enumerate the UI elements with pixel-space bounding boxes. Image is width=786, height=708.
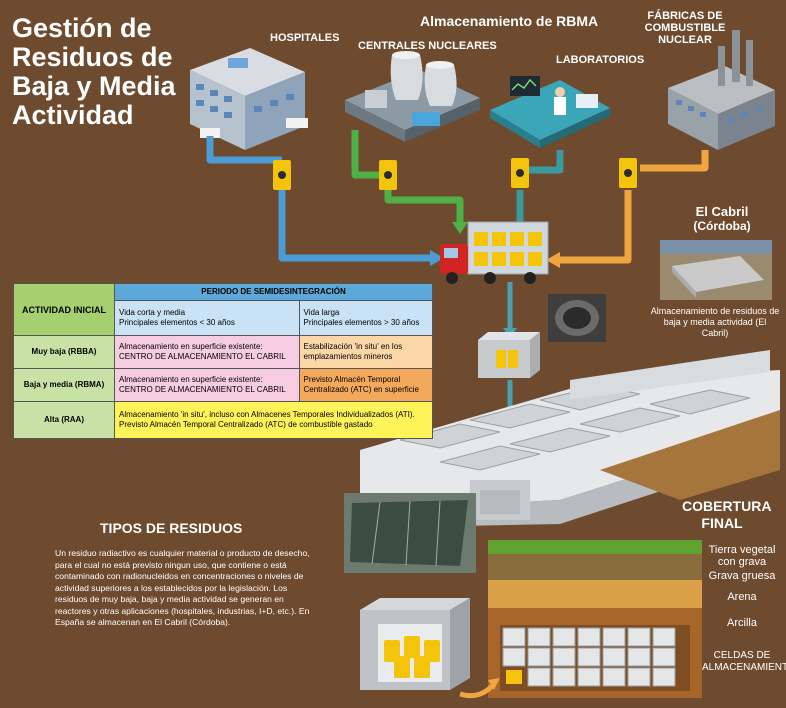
layer-label-grava: Grava gruesa (708, 570, 776, 582)
activity-table: ACTIVIDAD INICIAL PERIODO DE SEMIDESINTE… (13, 283, 433, 439)
layer-label-arena: Arena (727, 591, 757, 603)
table-cell: Almacenamiento en superficie existente: … (114, 335, 300, 369)
drum-icon-1 (273, 160, 291, 190)
soil-cross-section (488, 540, 702, 698)
table-row-label: Baja y media (RBMA) (13, 368, 115, 402)
table-row-label: Muy baja (RBBA) (13, 335, 115, 369)
source-label-laboratorios: LABORATORIOS (556, 54, 645, 66)
table-sub-vida-corta: Vida corta y media Principales elementos… (114, 300, 300, 336)
cobertura-title: COBERTURA FINAL (682, 498, 772, 531)
header-label: Almacenamiento de RBMA (420, 13, 599, 29)
layer-label-arcilla: Arcilla (727, 617, 757, 629)
layer-label-celdas: CELDAS DE ALMACENAMIENTO (702, 650, 786, 673)
drum-icon-2 (379, 160, 397, 190)
table-header-periodo: PERIODO DE SEMIDESINTEGRACIÓN (114, 283, 433, 301)
hospital-icon (190, 48, 308, 150)
drum-icon-3 (511, 158, 529, 188)
table-sub-vida-larga: Vida larga Principales elementos > 30 añ… (298, 300, 433, 336)
laboratory-icon (490, 76, 610, 148)
source-label-fabricas: FÁBRICAS DE COMBUSTIBLE NUCLEAR (644, 10, 726, 46)
small-container-top (478, 332, 540, 378)
cabril-name: El Cabril (695, 204, 749, 219)
tipos-body: Un residuo radiactivo es cualquier mater… (55, 548, 310, 627)
cabril-caption: Almacenamiento de residuos de baja y med… (650, 306, 780, 338)
storage-cells-illustration (360, 350, 780, 528)
cells-photo (344, 493, 476, 573)
cabril-photo (660, 240, 772, 300)
drum-icon-4 (619, 158, 637, 188)
truck-icon (440, 221, 549, 284)
table-cell: Estabilización 'in situ' en los emplazam… (298, 335, 433, 369)
fuel-factory-icon (668, 30, 775, 150)
table-cell: Previsto Almacén Temporal Centralizado (… (298, 368, 433, 402)
container-with-drums (360, 598, 470, 690)
source-label-hospitales: HOSPITALES (270, 32, 340, 44)
layer-label-tierra: Tierra vegetal con grava (708, 544, 776, 568)
drum-closeup-photo (548, 294, 606, 342)
nuclear-plant-icon (345, 51, 480, 142)
table-header-actividad: ACTIVIDAD INICIAL (13, 283, 115, 336)
table-cell: Almacenamiento en superficie existente: … (114, 368, 300, 402)
table-cell: Almacenamiento 'in situ', incluso con Al… (114, 401, 433, 439)
page-title: Gestión de Residuos de Baja y Media Acti… (12, 13, 176, 130)
cabril-location: (Córdoba) (693, 219, 751, 233)
source-label-centrales: CENTRALES NUCLEARES (358, 40, 497, 52)
cabril-title: El Cabril (Córdoba) (672, 204, 772, 234)
table-row-label: Alta (RAA) (13, 401, 115, 439)
tipos-title: TIPOS DE RESIDUOS (100, 520, 243, 536)
